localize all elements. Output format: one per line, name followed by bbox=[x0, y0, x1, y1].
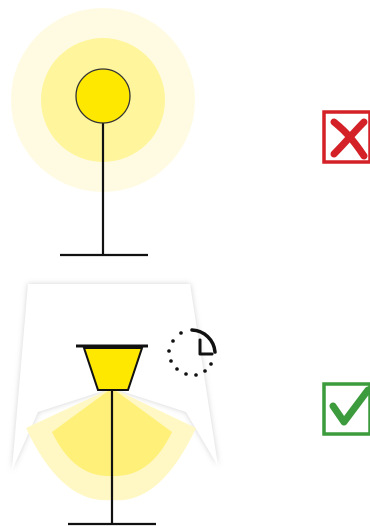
lamp-globe bbox=[76, 69, 130, 123]
red-cross-mark-icon bbox=[324, 112, 370, 162]
globe-street-lamp-icon bbox=[11, 8, 195, 255]
green-check-mark-icon bbox=[324, 384, 370, 434]
shielded-street-lamp-icon bbox=[12, 284, 218, 524]
